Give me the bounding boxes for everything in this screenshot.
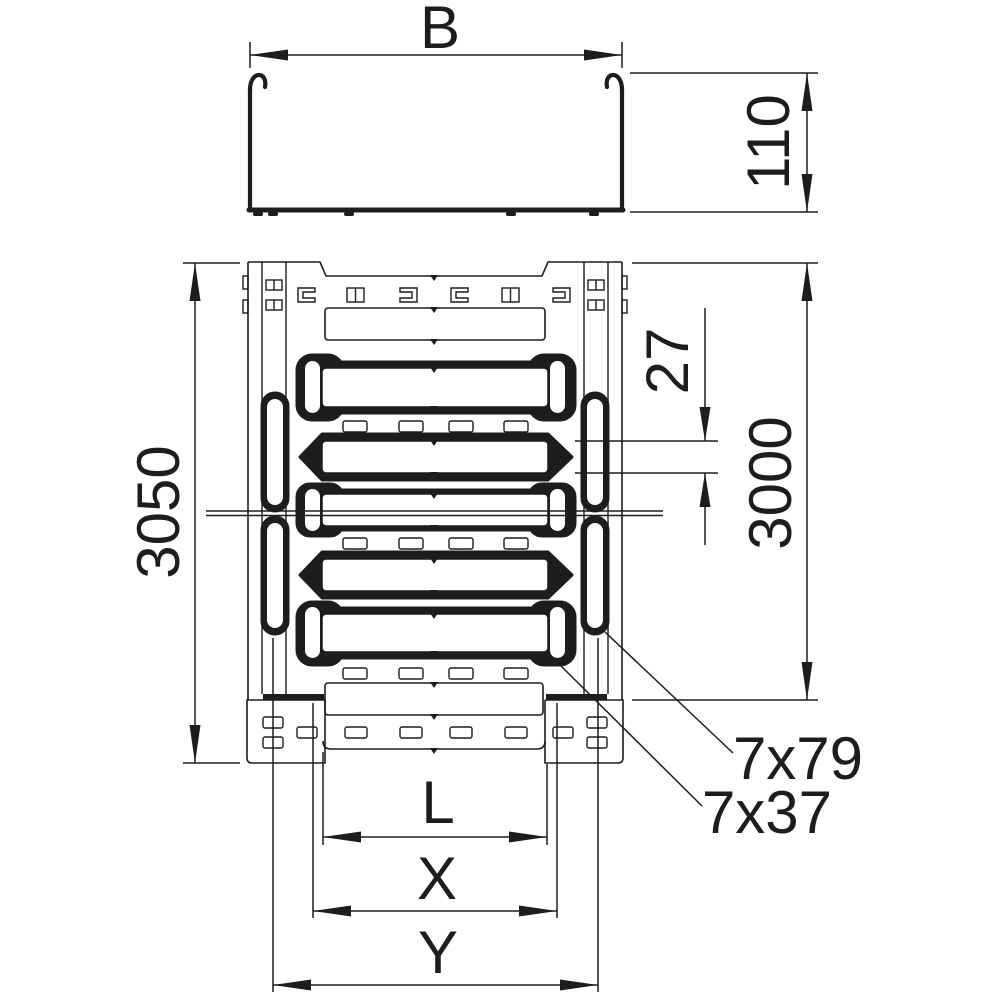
connector-region — [246, 694, 624, 764]
base-feet — [253, 212, 599, 216]
arrow-right-icon — [519, 905, 557, 917]
dim-b-label: B — [420, 0, 460, 61]
label-7x37: 7x37 — [702, 779, 832, 846]
break-lines — [206, 510, 663, 517]
dim-y-label: Y — [418, 919, 458, 986]
dim-overall-length-3050: 3050 — [125, 262, 240, 764]
arrow-right-icon — [509, 831, 547, 843]
small-slot-row-a — [342, 420, 529, 433]
punch-row — [297, 287, 571, 303]
dim-110-label: 110 — [735, 94, 802, 190]
connector-plate-right — [544, 699, 624, 764]
rail-slot-pairs — [265, 279, 605, 311]
slot-row-dogbone-2 — [295, 482, 577, 538]
leader-7x79 — [604, 631, 734, 754]
arrow-left-icon — [323, 831, 361, 843]
connector-plate-left — [246, 699, 326, 764]
top-panel — [324, 307, 546, 341]
slot-row-dogbone-1 — [295, 353, 577, 422]
slot-row-dogbone-3 — [295, 600, 577, 667]
dim-x-label: X — [417, 845, 457, 912]
dim-3000-label: 3000 — [737, 416, 804, 549]
leader-7x37 — [557, 662, 703, 807]
arrow-up-icon — [189, 263, 201, 301]
arrow-up-icon — [699, 473, 711, 507]
dim-3050-label: 3050 — [125, 445, 192, 578]
dim-width-b: B — [249, 0, 623, 68]
arrow-left-icon — [313, 905, 351, 917]
arrow-right-icon — [584, 49, 622, 61]
right-curl — [604, 72, 625, 93]
dim-x: X — [312, 703, 558, 918]
arrow-down-icon — [189, 725, 201, 763]
overlap-band-right — [546, 694, 607, 700]
arrow-up-icon — [801, 73, 813, 111]
dim-l-label: L — [421, 769, 454, 836]
rail-oval-slots — [260, 391, 610, 636]
slot-row-pointed-1 — [298, 432, 574, 482]
arrow-left-icon — [273, 979, 311, 991]
label-7x79: 7x79 — [733, 725, 863, 792]
dim-perforation-length-3000: 3000 — [632, 262, 818, 701]
plan-view — [206, 261, 663, 764]
arrow-left-icon — [250, 49, 288, 61]
left-curl — [247, 72, 268, 93]
dim-height-110: 110 — [630, 72, 818, 213]
slot-row-pointed-2 — [298, 550, 574, 600]
small-slot-row-b — [342, 537, 529, 550]
arrow-up-icon — [801, 263, 813, 301]
arrow-down-icon — [801, 662, 813, 700]
arrow-right-icon — [560, 979, 598, 991]
small-slot-row-c — [342, 667, 529, 680]
dim-27-label: 27 — [634, 328, 701, 395]
arrow-down-icon — [801, 174, 813, 212]
overlap-band-left — [263, 694, 324, 700]
dim-l: L — [322, 752, 548, 845]
cross-section-view: B 110 — [246, 0, 818, 216]
side-tabs — [242, 275, 628, 314]
arrow-down-icon — [699, 407, 711, 441]
slot-callouts: 7x79 7x37 — [557, 631, 863, 846]
dim-slot-pitch-27: 27 — [575, 308, 718, 545]
band-bottom-edge — [322, 740, 546, 750]
dim-y: Y — [272, 638, 599, 992]
top-edge — [248, 261, 622, 277]
